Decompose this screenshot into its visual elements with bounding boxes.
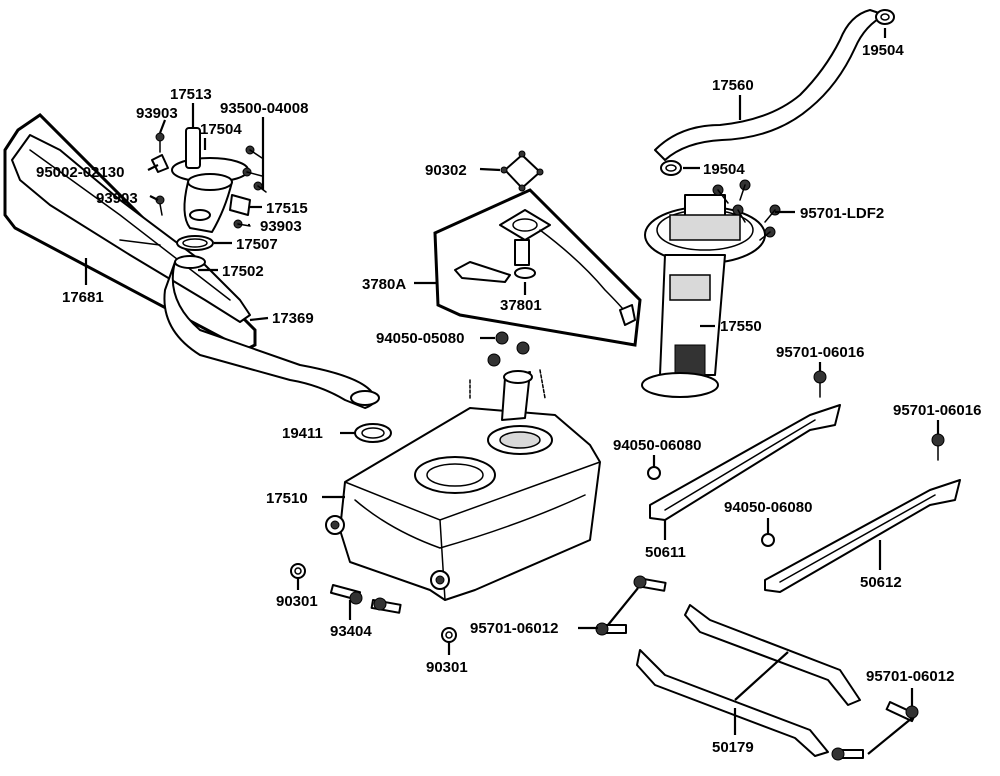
nuts-94050-05080 bbox=[469, 331, 546, 401]
label-94050-05080: 94050-05080 bbox=[376, 330, 464, 347]
bolt-95701-06012-b bbox=[831, 701, 919, 761]
label-90302: 90302 bbox=[425, 162, 467, 179]
label-17507: 17507 bbox=[236, 236, 278, 253]
clamp-ring-17507 bbox=[176, 235, 214, 251]
leader-lines bbox=[84, 28, 940, 755]
bolt-95701-06012-a bbox=[595, 575, 667, 636]
label-17550: 17550 bbox=[720, 318, 762, 335]
nut-94050-06080-b bbox=[761, 533, 775, 547]
label-95701-06016-a: 95701-06016 bbox=[776, 344, 864, 361]
filler-hose-17681 bbox=[11, 134, 251, 323]
sender-unit-frame bbox=[433, 188, 642, 347]
label-93404: 93404 bbox=[330, 623, 372, 640]
label-95701-06012-b: 95701-06012 bbox=[866, 668, 954, 685]
label-90301-b: 90301 bbox=[426, 659, 468, 676]
label-95701-06012-a: 95701-06012 bbox=[470, 620, 558, 637]
cap-latch-17513 bbox=[185, 127, 201, 169]
label-94050-06080-a: 94050-06080 bbox=[613, 437, 701, 454]
label-95701-LDF2: 95701-LDF2 bbox=[800, 205, 884, 222]
fuel-sender-3780A bbox=[454, 209, 636, 326]
label-90301-a: 90301 bbox=[276, 593, 318, 610]
bolt-95701-06016-b bbox=[931, 433, 945, 461]
nut-90301-b bbox=[441, 627, 457, 643]
label-50612: 50612 bbox=[860, 574, 902, 591]
breather-hose-17560 bbox=[654, 9, 886, 161]
hose-clamp-19504-top bbox=[875, 9, 895, 25]
fuel-tank-17510 bbox=[325, 370, 601, 601]
label-17513: 17513 bbox=[170, 86, 212, 103]
clamp-19411 bbox=[354, 423, 392, 443]
label-93903-a: 93903 bbox=[136, 105, 178, 122]
label-95701-06016-b: 95701-06016 bbox=[893, 402, 981, 419]
label-17510: 17510 bbox=[266, 490, 308, 507]
screws-93500-04008 bbox=[242, 145, 267, 193]
label-19504-bottom: 19504 bbox=[703, 161, 745, 178]
strap-50179 bbox=[636, 604, 861, 757]
screw-93903-c bbox=[233, 219, 251, 229]
label-19411: 19411 bbox=[282, 425, 323, 442]
label-17504: 17504 bbox=[200, 121, 242, 138]
label-93903-b: 93903 bbox=[96, 190, 138, 207]
screw-93903-a bbox=[155, 132, 165, 153]
label-17502: 17502 bbox=[222, 263, 264, 280]
label-94050-06080-b: 94050-06080 bbox=[724, 499, 812, 516]
bolt-95701-06016-a bbox=[813, 370, 827, 398]
hose-clamp-19504-bottom bbox=[660, 160, 682, 176]
bracket-50612 bbox=[764, 479, 961, 593]
label-19504-top: 19504 bbox=[862, 42, 904, 59]
label-17560: 17560 bbox=[712, 77, 754, 94]
label-37801: 37801 bbox=[500, 297, 542, 314]
label-17369: 17369 bbox=[272, 310, 314, 327]
label-93903-c: 93903 bbox=[260, 218, 302, 235]
label-3780A: 3780A bbox=[362, 276, 406, 293]
o-ring-37801 bbox=[514, 267, 536, 279]
bolts-93404 bbox=[329, 584, 402, 614]
nut-94050-06080-a bbox=[647, 466, 661, 480]
label-17515: 17515 bbox=[266, 200, 308, 217]
clip-95002-02130 bbox=[151, 154, 169, 173]
label-95002-02130: 95002-02130 bbox=[36, 164, 124, 181]
nut-90301-a bbox=[290, 563, 306, 579]
label-17681: 17681 bbox=[62, 289, 104, 306]
label-50179: 50179 bbox=[712, 739, 754, 756]
label-50611: 50611 bbox=[645, 544, 686, 561]
fuel-pump-17550 bbox=[641, 194, 766, 398]
label-93500-04008: 93500-04008 bbox=[220, 100, 308, 117]
gasket-90302 bbox=[500, 150, 544, 192]
bracket-50611 bbox=[649, 404, 841, 521]
